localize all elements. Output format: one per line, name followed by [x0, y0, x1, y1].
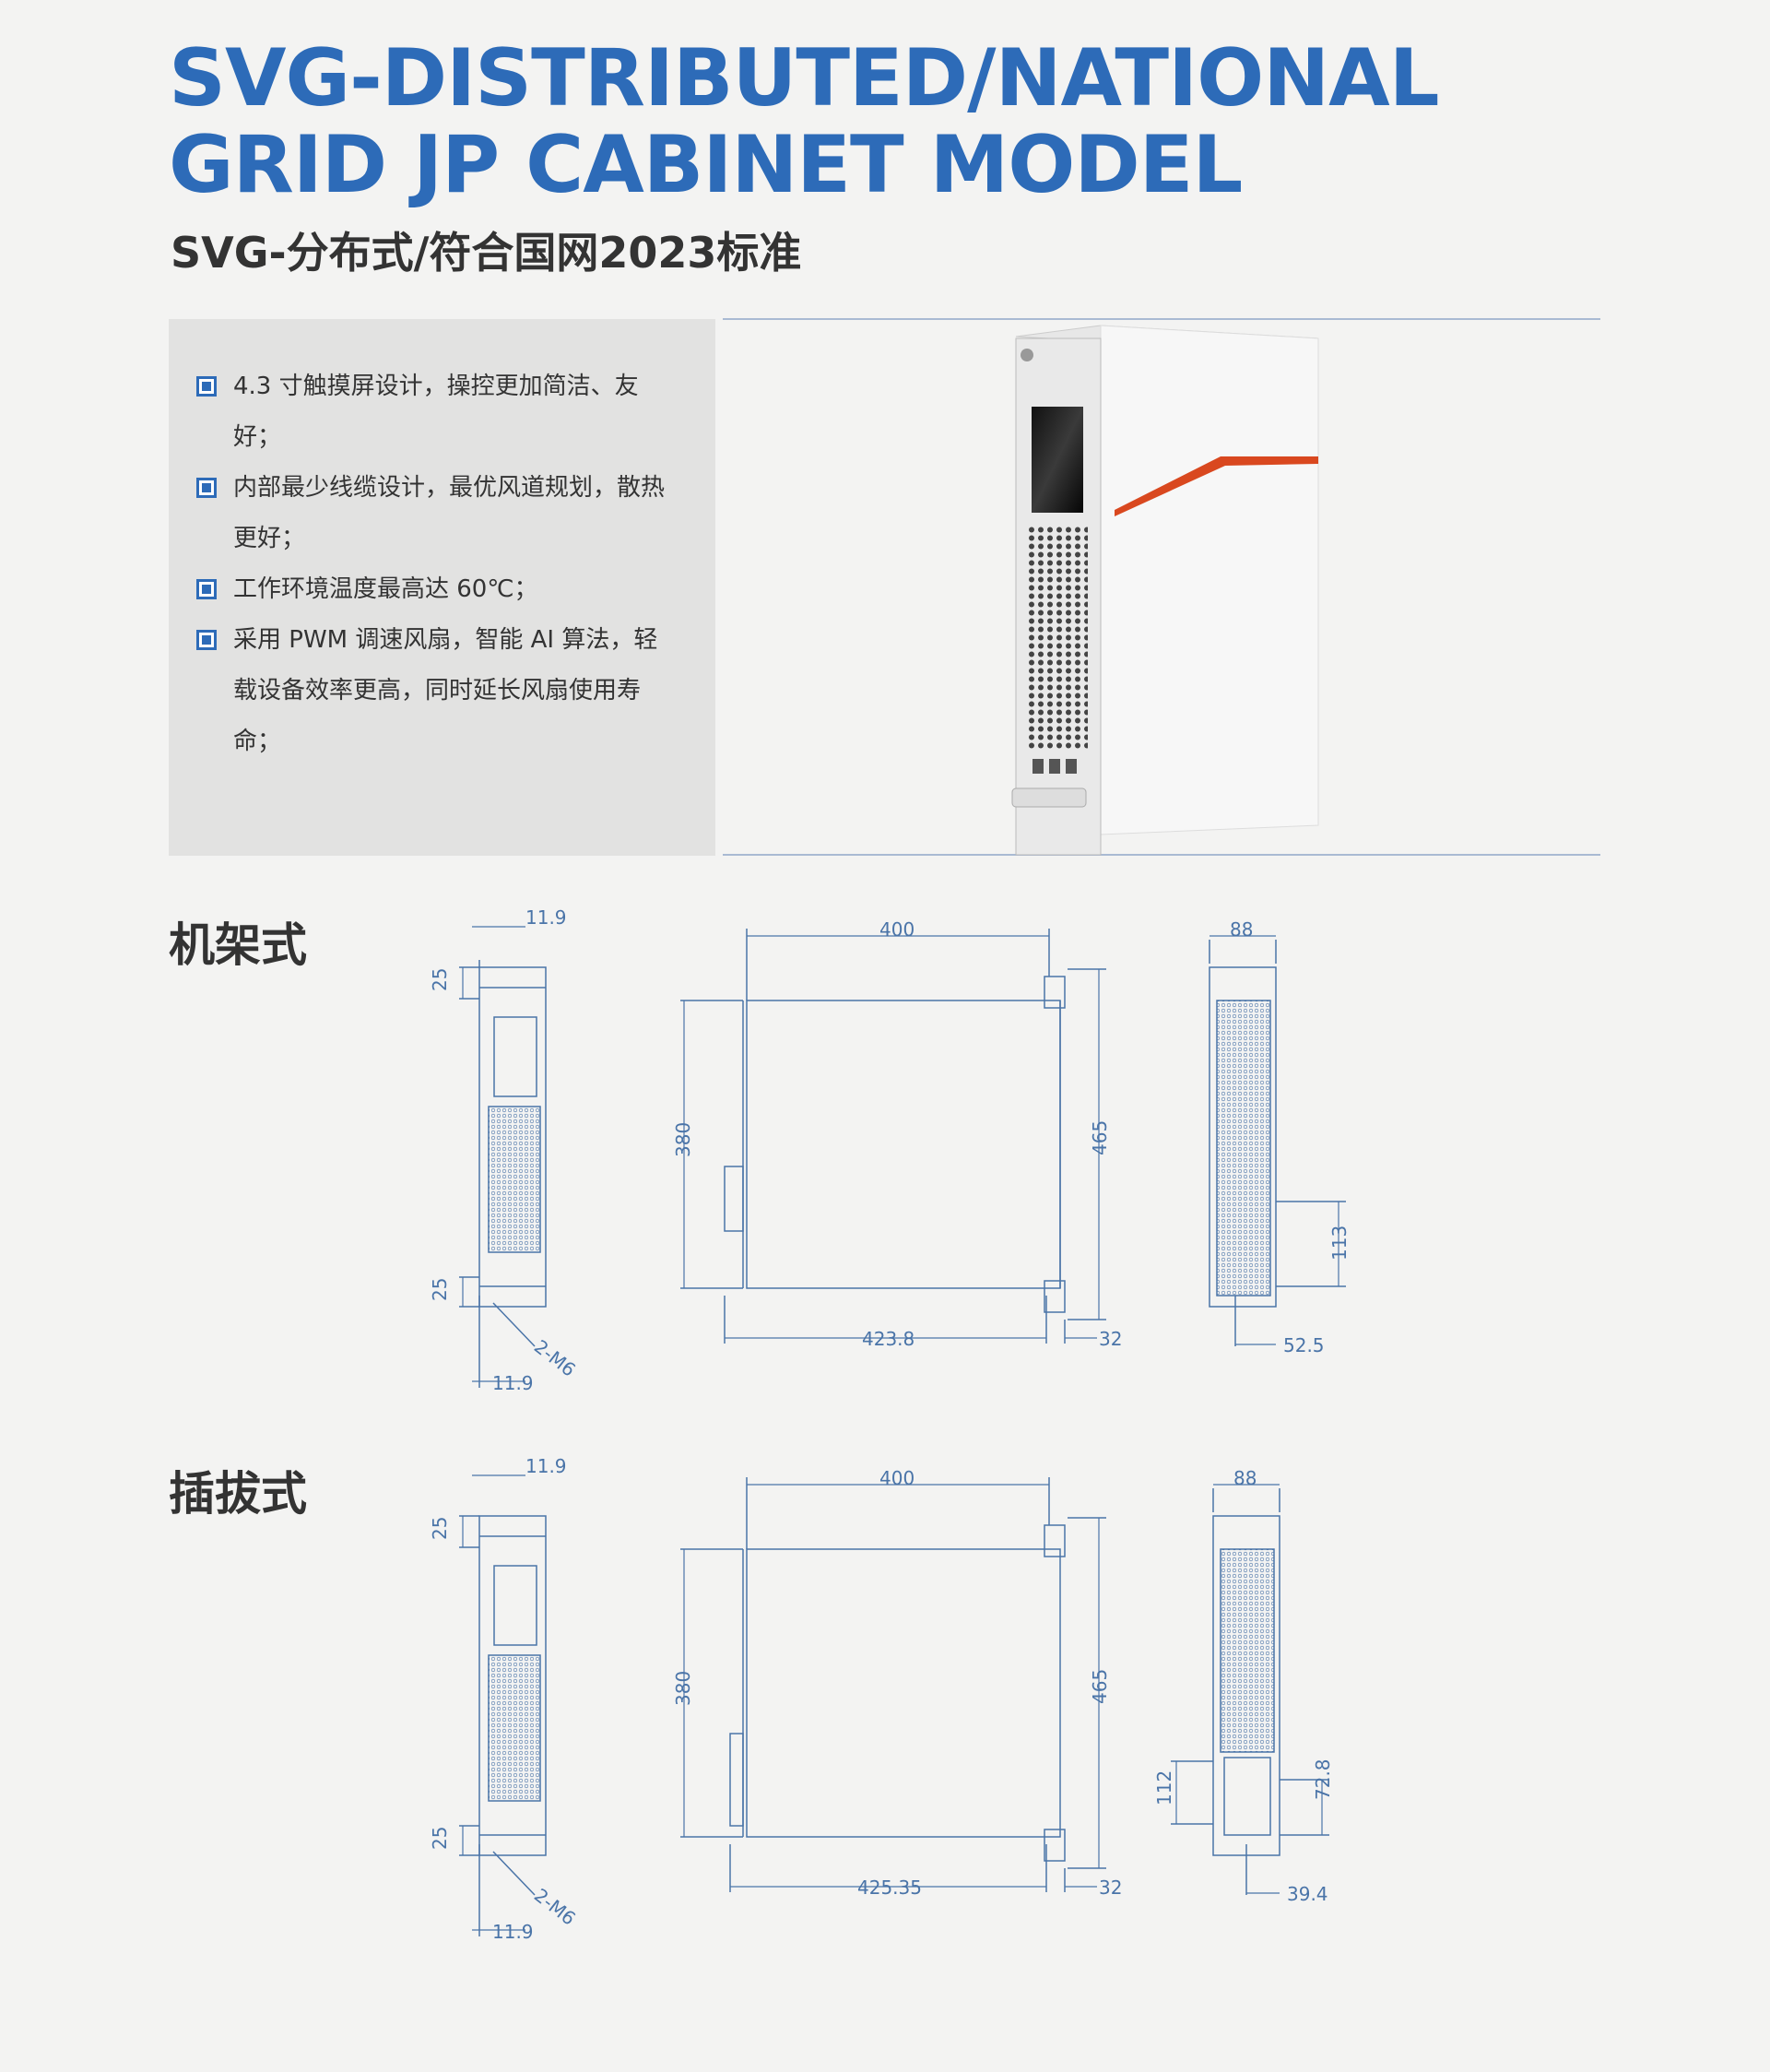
- rack-drawing: 11.9 25 25 2-M6 11.9 400 380 465 423.8 3…: [429, 908, 1351, 1394]
- dim-front-top: 11.9: [525, 908, 567, 929]
- dim-rear-height: 113: [1328, 1225, 1351, 1261]
- dim-side-total: 465: [1089, 1669, 1111, 1704]
- dim-rear-offset: 39.4: [1287, 1883, 1328, 1905]
- square-bullet-icon: [196, 579, 217, 599]
- dim-side-height: 380: [672, 1671, 694, 1706]
- dim-side-depth: 425.35: [857, 1877, 922, 1899]
- square-bullet-icon: [196, 478, 217, 498]
- square-bullet-icon: [196, 630, 217, 650]
- page-subtitle: SVG-分布式/符合国网2023标准: [171, 228, 802, 278]
- feature-item: 4.3 寸触摸屏设计，操控更加简洁、友好；: [196, 361, 667, 463]
- dim-side-depth: 423.8: [862, 1328, 914, 1350]
- feature-text: 工作环境温度最高达 60℃；: [233, 575, 538, 603]
- feature-text: 4.3 寸触摸屏设计，操控更加简洁、友好；: [233, 373, 639, 451]
- dim-side-flange: 32: [1099, 1877, 1122, 1899]
- dim-front-screw: 2-M6: [530, 1335, 580, 1381]
- section-label-plugin: 插拔式: [169, 1467, 307, 1521]
- dim-front-upper: 25: [429, 968, 451, 991]
- feature-list: 4.3 寸触摸屏设计，操控更加简洁、友好； 内部最少线缆设计，最优风道规划，散热…: [169, 319, 715, 767]
- dim-rear-offset: 52.5: [1283, 1334, 1325, 1356]
- feature-panel: 4.3 寸触摸屏设计，操控更加简洁、友好； 内部最少线缆设计，最优风道规划，散热…: [169, 319, 715, 856]
- dim-front-bottom: 11.9: [492, 1372, 534, 1394]
- dim-front-top: 11.9: [525, 1457, 567, 1477]
- touchscreen: [1032, 407, 1083, 513]
- square-bullet-icon: [196, 376, 217, 397]
- feature-item: 采用 PWM 调速风扇，智能 AI 算法，轻载设备效率更高，同时延长风扇使用寿命…: [196, 615, 667, 767]
- dim-rear-height-b: 72.8: [1312, 1758, 1334, 1800]
- dim-front-lower: 25: [429, 1278, 451, 1301]
- feature-text: 采用 PWM 调速风扇，智能 AI 算法，轻载设备效率更高，同时延长风扇使用寿命…: [233, 626, 658, 755]
- dim-side-height: 380: [672, 1122, 694, 1157]
- feature-text: 内部最少线缆设计，最优风道规划，散热更好；: [233, 474, 666, 552]
- dim-front-screw: 2-M6: [530, 1884, 580, 1930]
- dim-rear-width: 88: [1230, 918, 1253, 941]
- product-image: [1011, 325, 1319, 856]
- divider-line: [723, 318, 1600, 320]
- title-line-2: GRID JP CABINET MODEL: [169, 119, 1243, 211]
- divider-line: [723, 854, 1600, 856]
- feature-item: 内部最少线缆设计，最优风道规划，散热更好；: [196, 463, 667, 564]
- dim-rear-height-a: 112: [1153, 1770, 1175, 1806]
- page-title: SVG-DISTRIBUTED/NATIONAL GRID JP CABINET…: [169, 32, 1440, 211]
- vent-grille: [1029, 527, 1088, 750]
- title-line-1: SVG-DISTRIBUTED/NATIONAL: [169, 32, 1440, 124]
- dim-front-upper: 25: [429, 1517, 451, 1540]
- section-label-rack: 机架式: [169, 918, 307, 972]
- feature-item: 工作环境温度最高达 60℃；: [196, 564, 667, 615]
- dim-side-width: 400: [879, 918, 914, 941]
- dim-front-bottom: 11.9: [492, 1921, 534, 1943]
- dim-front-lower: 25: [429, 1827, 451, 1850]
- plugin-drawing: 11.9 25 25 2-M6 11.9 400 380 465 425.35 …: [429, 1457, 1334, 1943]
- dim-side-total: 465: [1089, 1120, 1111, 1155]
- orange-stripe: [1115, 456, 1318, 516]
- dim-side-width: 400: [879, 1467, 914, 1489]
- dim-rear-width: 88: [1233, 1467, 1257, 1489]
- dim-side-flange: 32: [1099, 1328, 1122, 1350]
